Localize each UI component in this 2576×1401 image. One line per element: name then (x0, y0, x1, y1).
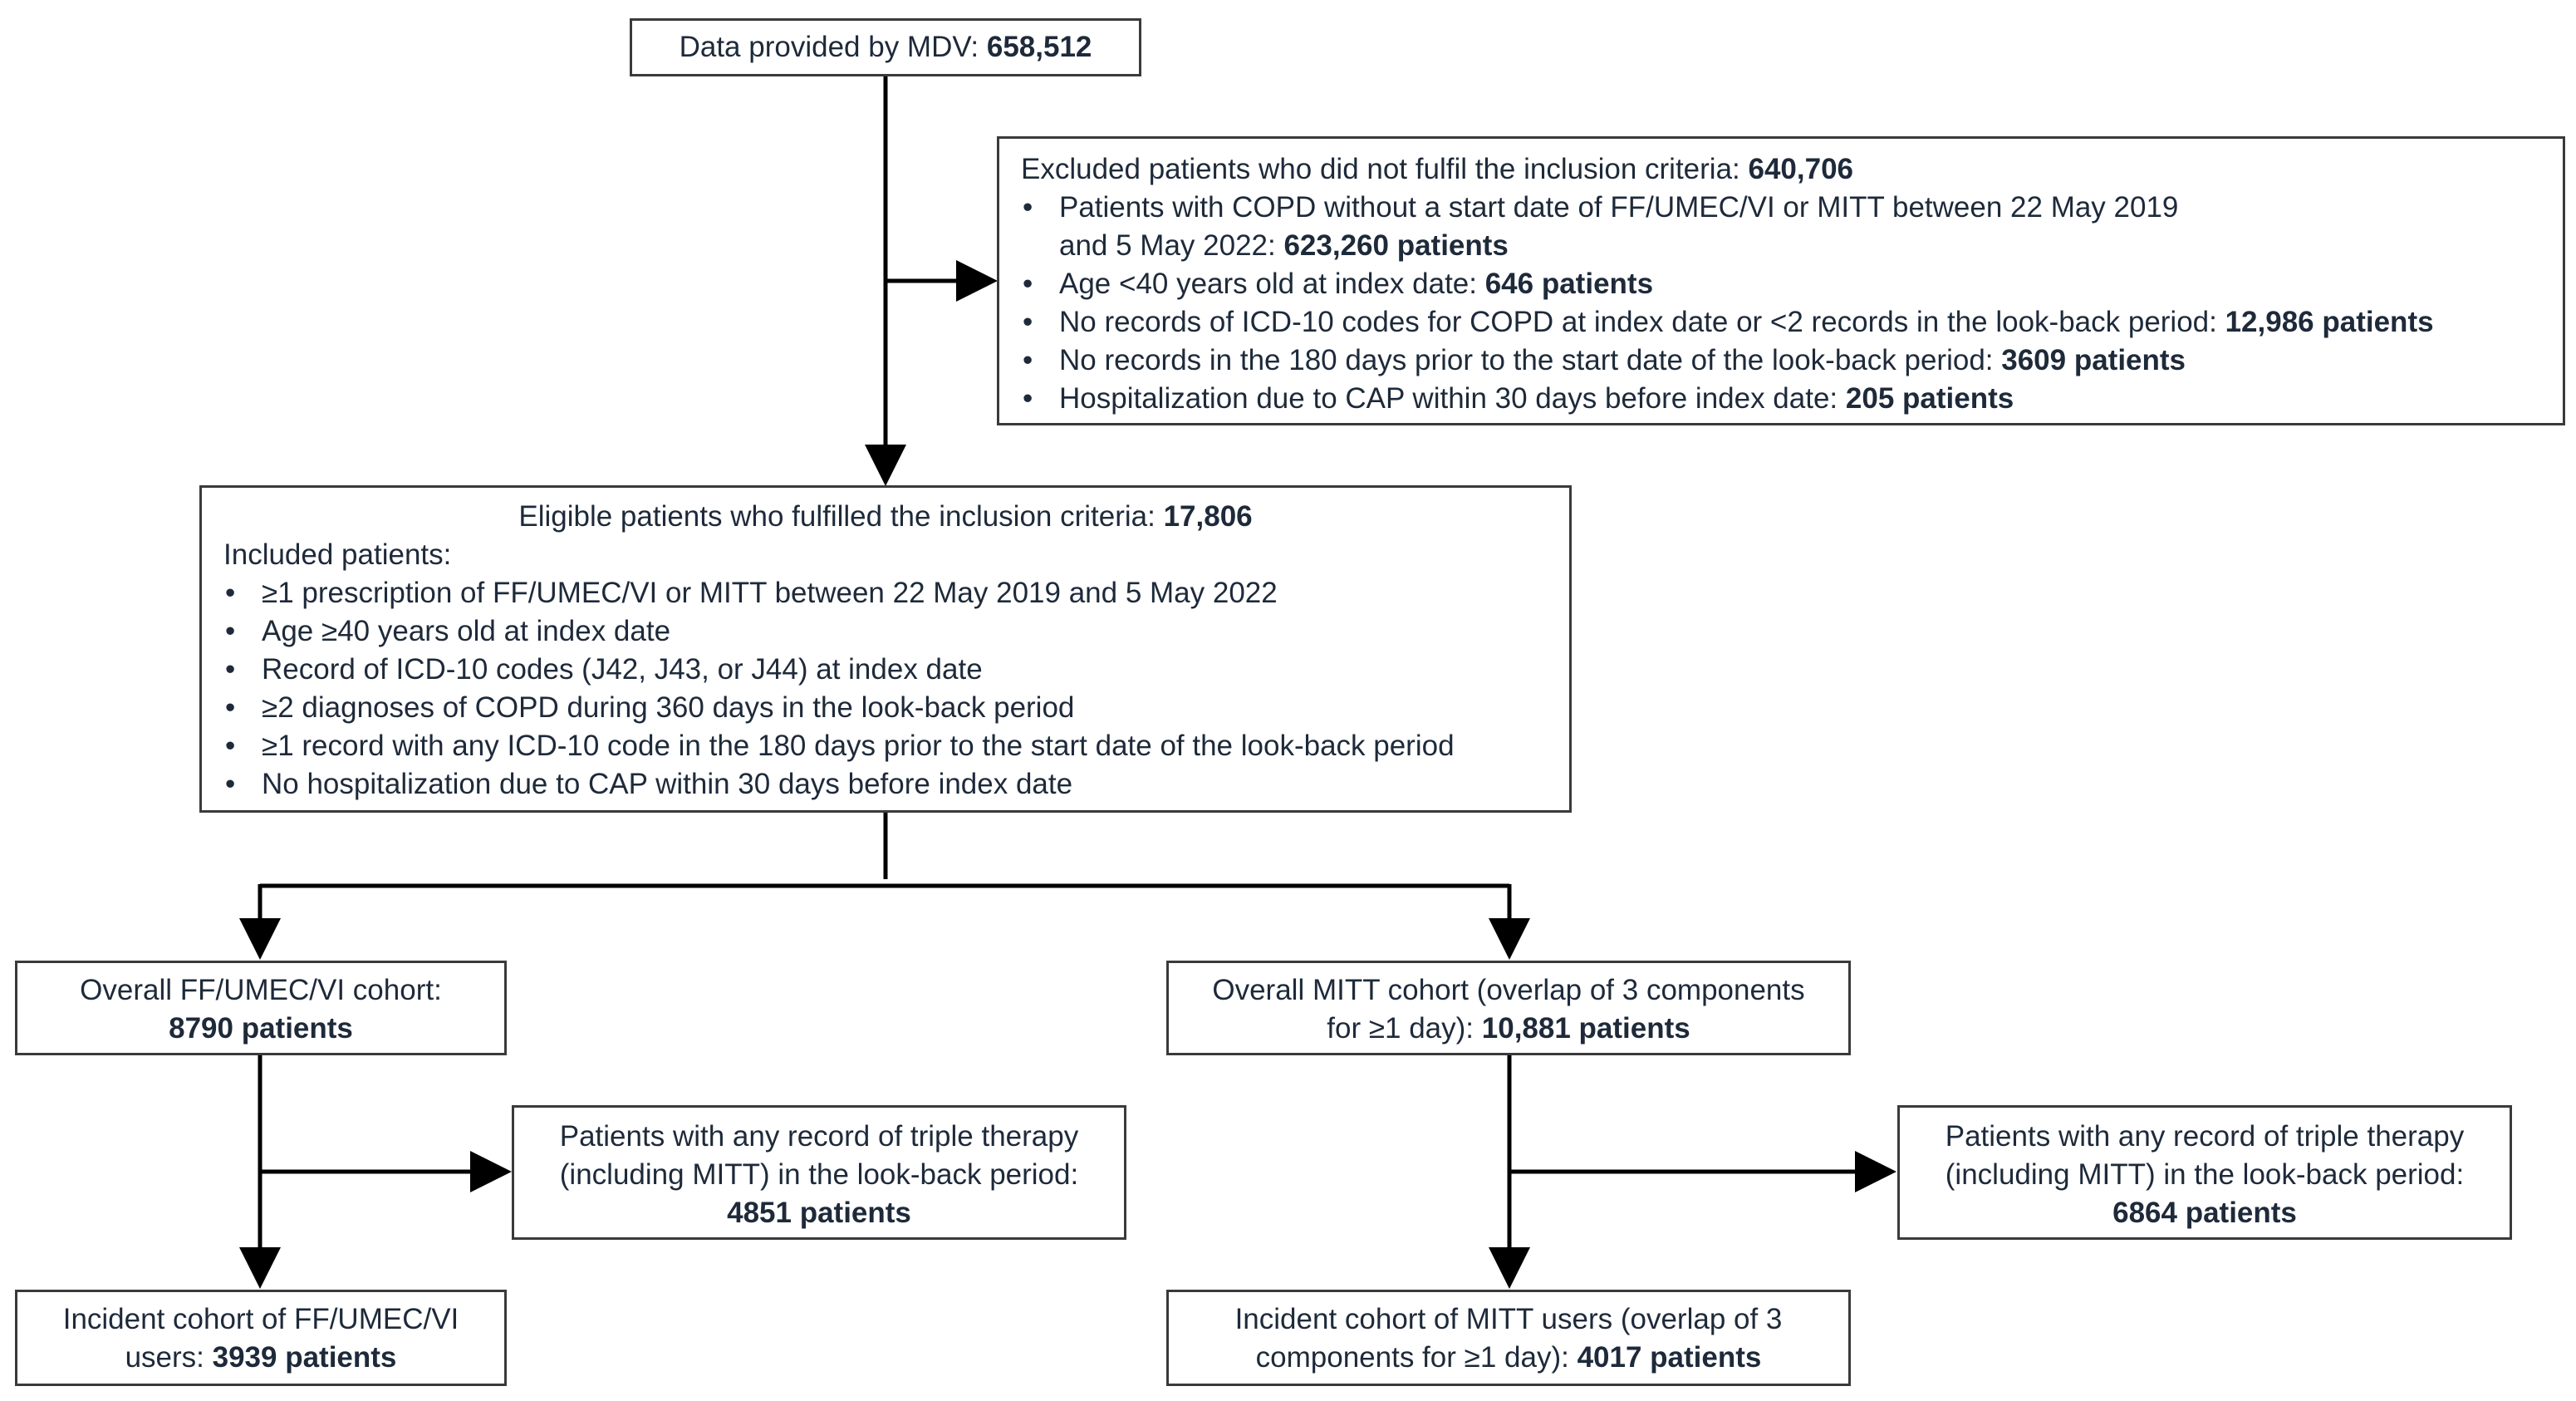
eligible-item: ≥1 prescription of FF/UMEC/VI or MITT be… (223, 574, 1548, 612)
ff-excluded-box: Patients with any record of triple thera… (512, 1105, 1126, 1240)
excluded-item: Age <40 years old at index date: 646 pat… (1021, 265, 2541, 303)
ff-excluded-count: 4851 patients (727, 1197, 911, 1229)
mitt-incident-box: Incident cohort of MITT users (overlap o… (1166, 1290, 1851, 1386)
mitt-excluded-box: Patients with any record of triple thera… (1897, 1105, 2512, 1240)
excluded-item: Patients with COPD without a start date … (1021, 189, 2541, 265)
mitt-overall-line2: for ≥1 day): 10,881 patients (1327, 1012, 1690, 1045)
source-count: 658,512 (986, 31, 1092, 63)
excluded-item: No records of ICD-10 codes for COPD at i… (1021, 303, 2541, 342)
ff-overall-label: Overall FF/UMEC/VI cohort: (80, 974, 442, 1006)
excluded-count: 640,706 (1748, 153, 1854, 185)
ff-overall-box: Overall FF/UMEC/VI cohort: 8790 patients (15, 961, 507, 1055)
eligible-title: Eligible patients who fulfilled the incl… (518, 500, 1253, 533)
mitt-excluded-count: 6864 patients (2112, 1197, 2297, 1229)
ff-overall-count: 8790 patients (169, 1012, 353, 1045)
excluded-box: Excluded patients who did not fulfil the… (997, 136, 2565, 425)
eligible-item: ≥2 diagnoses of COPD during 360 days in … (223, 689, 1548, 727)
eligible-item: Record of ICD-10 codes (J42, J43, or J44… (223, 651, 1548, 689)
excluded-title: Excluded patients who did not fulfil the… (1021, 153, 1854, 185)
mitt-overall-label: Overall MITT cohort (overlap of 3 compon… (1212, 974, 1805, 1006)
source-label: Data provided by MDV: (679, 31, 987, 63)
mitt-incident-count: 4017 patients (1577, 1341, 1762, 1374)
excluded-item: Hospitalization due to CAP within 30 day… (1021, 380, 2541, 418)
mitt-overall-box: Overall MITT cohort (overlap of 3 compon… (1166, 961, 1851, 1055)
eligible-item: Age ≥40 years old at index date (223, 612, 1548, 651)
mitt-overall-count: 10,881 patients (1481, 1012, 1690, 1045)
excluded-list: Patients with COPD without a start date … (1021, 189, 2541, 418)
eligible-box: Eligible patients who fulfilled the incl… (199, 485, 1572, 813)
eligible-item: ≥1 record with any ICD-10 code in the 18… (223, 727, 1548, 765)
source-box: Data provided by MDV: 658,512 (630, 18, 1141, 76)
excluded-item: No records in the 180 days prior to the … (1021, 342, 2541, 380)
eligible-count: 17,806 (1163, 500, 1253, 533)
eligible-subtitle: Included patients: (223, 538, 452, 571)
ff-incident-box: Incident cohort of FF/UMEC/VI users: 393… (15, 1290, 507, 1386)
ff-incident-count: 3939 patients (212, 1341, 397, 1374)
eligible-list: ≥1 prescription of FF/UMEC/VI or MITT be… (223, 574, 1548, 804)
eligible-item: No hospitalization due to CAP within 30 … (223, 765, 1548, 804)
